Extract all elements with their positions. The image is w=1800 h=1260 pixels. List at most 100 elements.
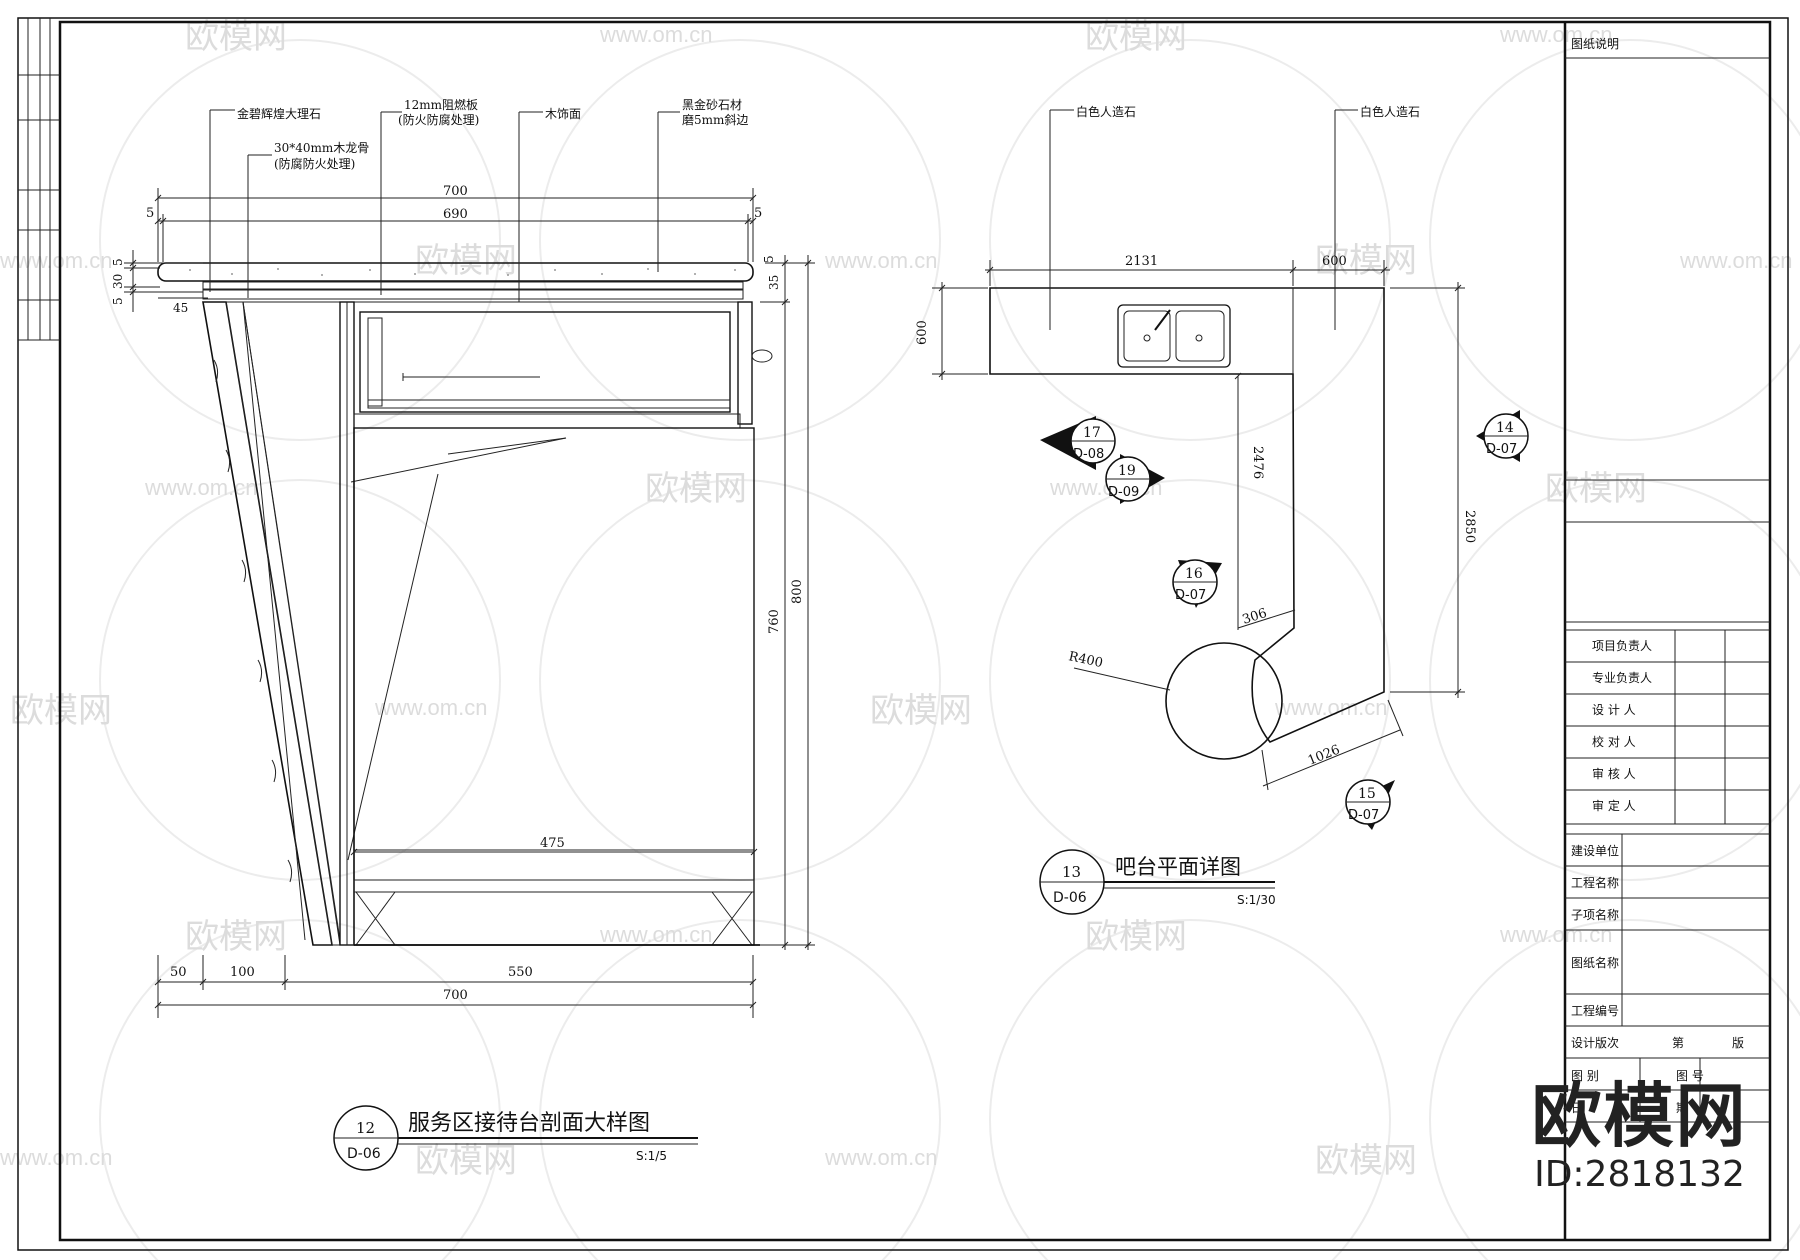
plan-ref-no: 13 bbox=[1062, 863, 1081, 881]
marker-19-sheet: D-09 bbox=[1108, 485, 1139, 500]
plan-drawing: 白色人造石 白色人造石 2131 600 600 bbox=[915, 104, 1529, 915]
version-ban: 版 bbox=[1732, 1036, 1744, 1050]
label-stone-note: 磨5mm斜边 bbox=[682, 113, 748, 127]
watermark-url: www.om.cn bbox=[599, 22, 712, 47]
role-reviewer: 审 核 人 bbox=[1592, 766, 1636, 781]
watermark-url: www.om.cn bbox=[144, 475, 257, 500]
watermark-url: www.om.cn bbox=[0, 1145, 112, 1170]
role-discipline-lead: 专业负责人 bbox=[1592, 670, 1652, 685]
label-keel-note: (防腐防火处理) bbox=[274, 156, 355, 171]
watermark-logo: 欧模网 bbox=[870, 692, 972, 730]
field-drawing-name: 图纸名称 bbox=[1571, 955, 1619, 970]
marker-15-sheet: D-07 bbox=[1348, 808, 1379, 823]
watermark-logo: 欧模网 bbox=[415, 242, 517, 280]
watermark-logo: 欧模网 bbox=[1315, 1142, 1417, 1180]
section-scale: S:1/5 bbox=[636, 1149, 667, 1163]
label-wood: 木饰面 bbox=[545, 107, 581, 121]
dim-5-right-top: 5 bbox=[762, 255, 776, 263]
watermark-url: www.om.cn bbox=[599, 922, 712, 947]
plan-scale: S:1/30 bbox=[1237, 893, 1276, 907]
watermark-url: www.om.cn bbox=[1499, 922, 1612, 947]
plan-title-block: 13 D-06 吧台平面详图 S:1/30 bbox=[1039, 849, 1276, 915]
drawer-box bbox=[359, 311, 731, 413]
date-left-label: 日 bbox=[1571, 1101, 1583, 1115]
marker-14-sheet: D-07 bbox=[1486, 442, 1517, 457]
dim-550: 550 bbox=[508, 965, 533, 980]
field-client: 建设单位 bbox=[1571, 843, 1619, 858]
section-title: 服务区接待台剖面大样图 bbox=[408, 1111, 650, 1136]
dim-2850: 2850 bbox=[1462, 510, 1477, 543]
dim-5a: 5 bbox=[111, 258, 125, 266]
dim-2476: 2476 bbox=[1250, 446, 1265, 479]
marker-14: 14 D-07 bbox=[1476, 410, 1529, 462]
label-board: 12mm阻燃板 bbox=[404, 97, 478, 112]
watermark-url: www.om.cn bbox=[0, 248, 112, 273]
watermark-url: www.om.cn bbox=[824, 248, 937, 273]
role-checker: 校 对 人 bbox=[1592, 734, 1636, 749]
marker-16: 16 D-07 bbox=[1172, 559, 1222, 608]
date-right-label: 期 bbox=[1676, 1101, 1688, 1115]
dim-760: 760 bbox=[767, 609, 782, 634]
role-approver: 审 定 人 bbox=[1592, 798, 1636, 813]
label-keel: 30*40mm木龙骨 bbox=[274, 141, 369, 155]
dim-600-top: 600 bbox=[1322, 254, 1347, 269]
dim-5b: 5 bbox=[111, 297, 125, 305]
field-subproject: 子项名称 bbox=[1571, 907, 1619, 922]
plan-ref-sheet: D-06 bbox=[1053, 890, 1087, 906]
watermark-url: www.om.cn bbox=[1679, 248, 1792, 273]
watermark-layer: 欧模网 欧模网 欧模网 欧模网 欧模网 欧模网 欧模网 欧模网 欧模网 欧模网 … bbox=[0, 18, 1800, 1260]
binding-strip bbox=[18, 18, 60, 341]
tu-bie-label: 图 别 bbox=[1571, 1069, 1599, 1083]
watermark-logo: 欧模网 bbox=[645, 470, 747, 508]
stone-top-slab bbox=[157, 262, 754, 282]
dim-475: 475 bbox=[540, 836, 565, 851]
watermark-logo: 欧模网 bbox=[415, 1142, 517, 1180]
section-ref-sheet: D-06 bbox=[347, 1146, 381, 1162]
tu-hao-label: 图 号 bbox=[1676, 1069, 1704, 1083]
dim-45: 45 bbox=[173, 301, 188, 315]
outer-frame bbox=[17, 17, 1789, 1251]
marker-17: 17 D-08 bbox=[1040, 416, 1116, 470]
marker-17-sheet: D-08 bbox=[1073, 447, 1104, 462]
dim-100: 100 bbox=[230, 965, 255, 980]
dim-5-left: 5 bbox=[146, 206, 154, 221]
title-block-header: 图纸说明 bbox=[1571, 36, 1619, 51]
marker-15-no: 15 bbox=[1358, 786, 1376, 802]
watermark-logo: 欧模网 bbox=[1085, 18, 1187, 56]
marker-19: 19 D-09 bbox=[1105, 454, 1165, 504]
sink bbox=[1117, 304, 1231, 368]
dim-1026: 1026 bbox=[1306, 742, 1342, 768]
marker-16-sheet: D-07 bbox=[1175, 588, 1206, 603]
brand-id: ID:2818132 bbox=[1534, 1154, 1745, 1195]
marker-16-no: 16 bbox=[1185, 566, 1203, 582]
marker-14-no: 14 bbox=[1496, 420, 1514, 436]
role-project-lead: 项目负责人 bbox=[1592, 639, 1652, 653]
plan-title: 吧台平面详图 bbox=[1115, 855, 1241, 879]
field-project: 工程名称 bbox=[1571, 875, 1619, 890]
dim-2131: 2131 bbox=[1125, 254, 1158, 269]
dim-35: 35 bbox=[767, 275, 781, 290]
brand-watermark: 欧模网 ID:2818132 bbox=[1512, 1078, 1767, 1196]
label-board-note: (防火防腐处理) bbox=[398, 112, 479, 127]
label-stone-left: 白色人造石 bbox=[1076, 104, 1136, 119]
watermark-logo: 欧模网 bbox=[1085, 918, 1187, 956]
watermark-logo: 欧模网 bbox=[1545, 470, 1647, 508]
marker-15: 15 D-07 bbox=[1345, 779, 1395, 830]
field-version: 设计版次 bbox=[1571, 1036, 1619, 1050]
slanted-marble-panel bbox=[202, 301, 333, 946]
dim-50: 50 bbox=[170, 965, 187, 980]
dim-5-right: 5 bbox=[754, 206, 762, 221]
watermark-logo: 欧模网 bbox=[1315, 242, 1417, 280]
dim-800: 800 bbox=[790, 579, 805, 604]
title-block: 图纸说明 项目负责人 专业负责人 设 计 人 校 对 人 审 核 人 审 定 人… bbox=[1563, 22, 1770, 1240]
dim-30: 30 bbox=[111, 274, 125, 289]
watermark-url: www.om.cn bbox=[374, 695, 487, 720]
field-project-no: 工程编号 bbox=[1571, 1003, 1619, 1018]
label-stone: 黑金砂石材 bbox=[682, 97, 742, 112]
drawing-frame bbox=[58, 20, 1772, 1242]
label-marble: 金碧辉煌大理石 bbox=[237, 106, 321, 121]
marker-17-no: 17 bbox=[1083, 425, 1101, 441]
watermark-url: www.om.cn bbox=[1499, 22, 1612, 47]
